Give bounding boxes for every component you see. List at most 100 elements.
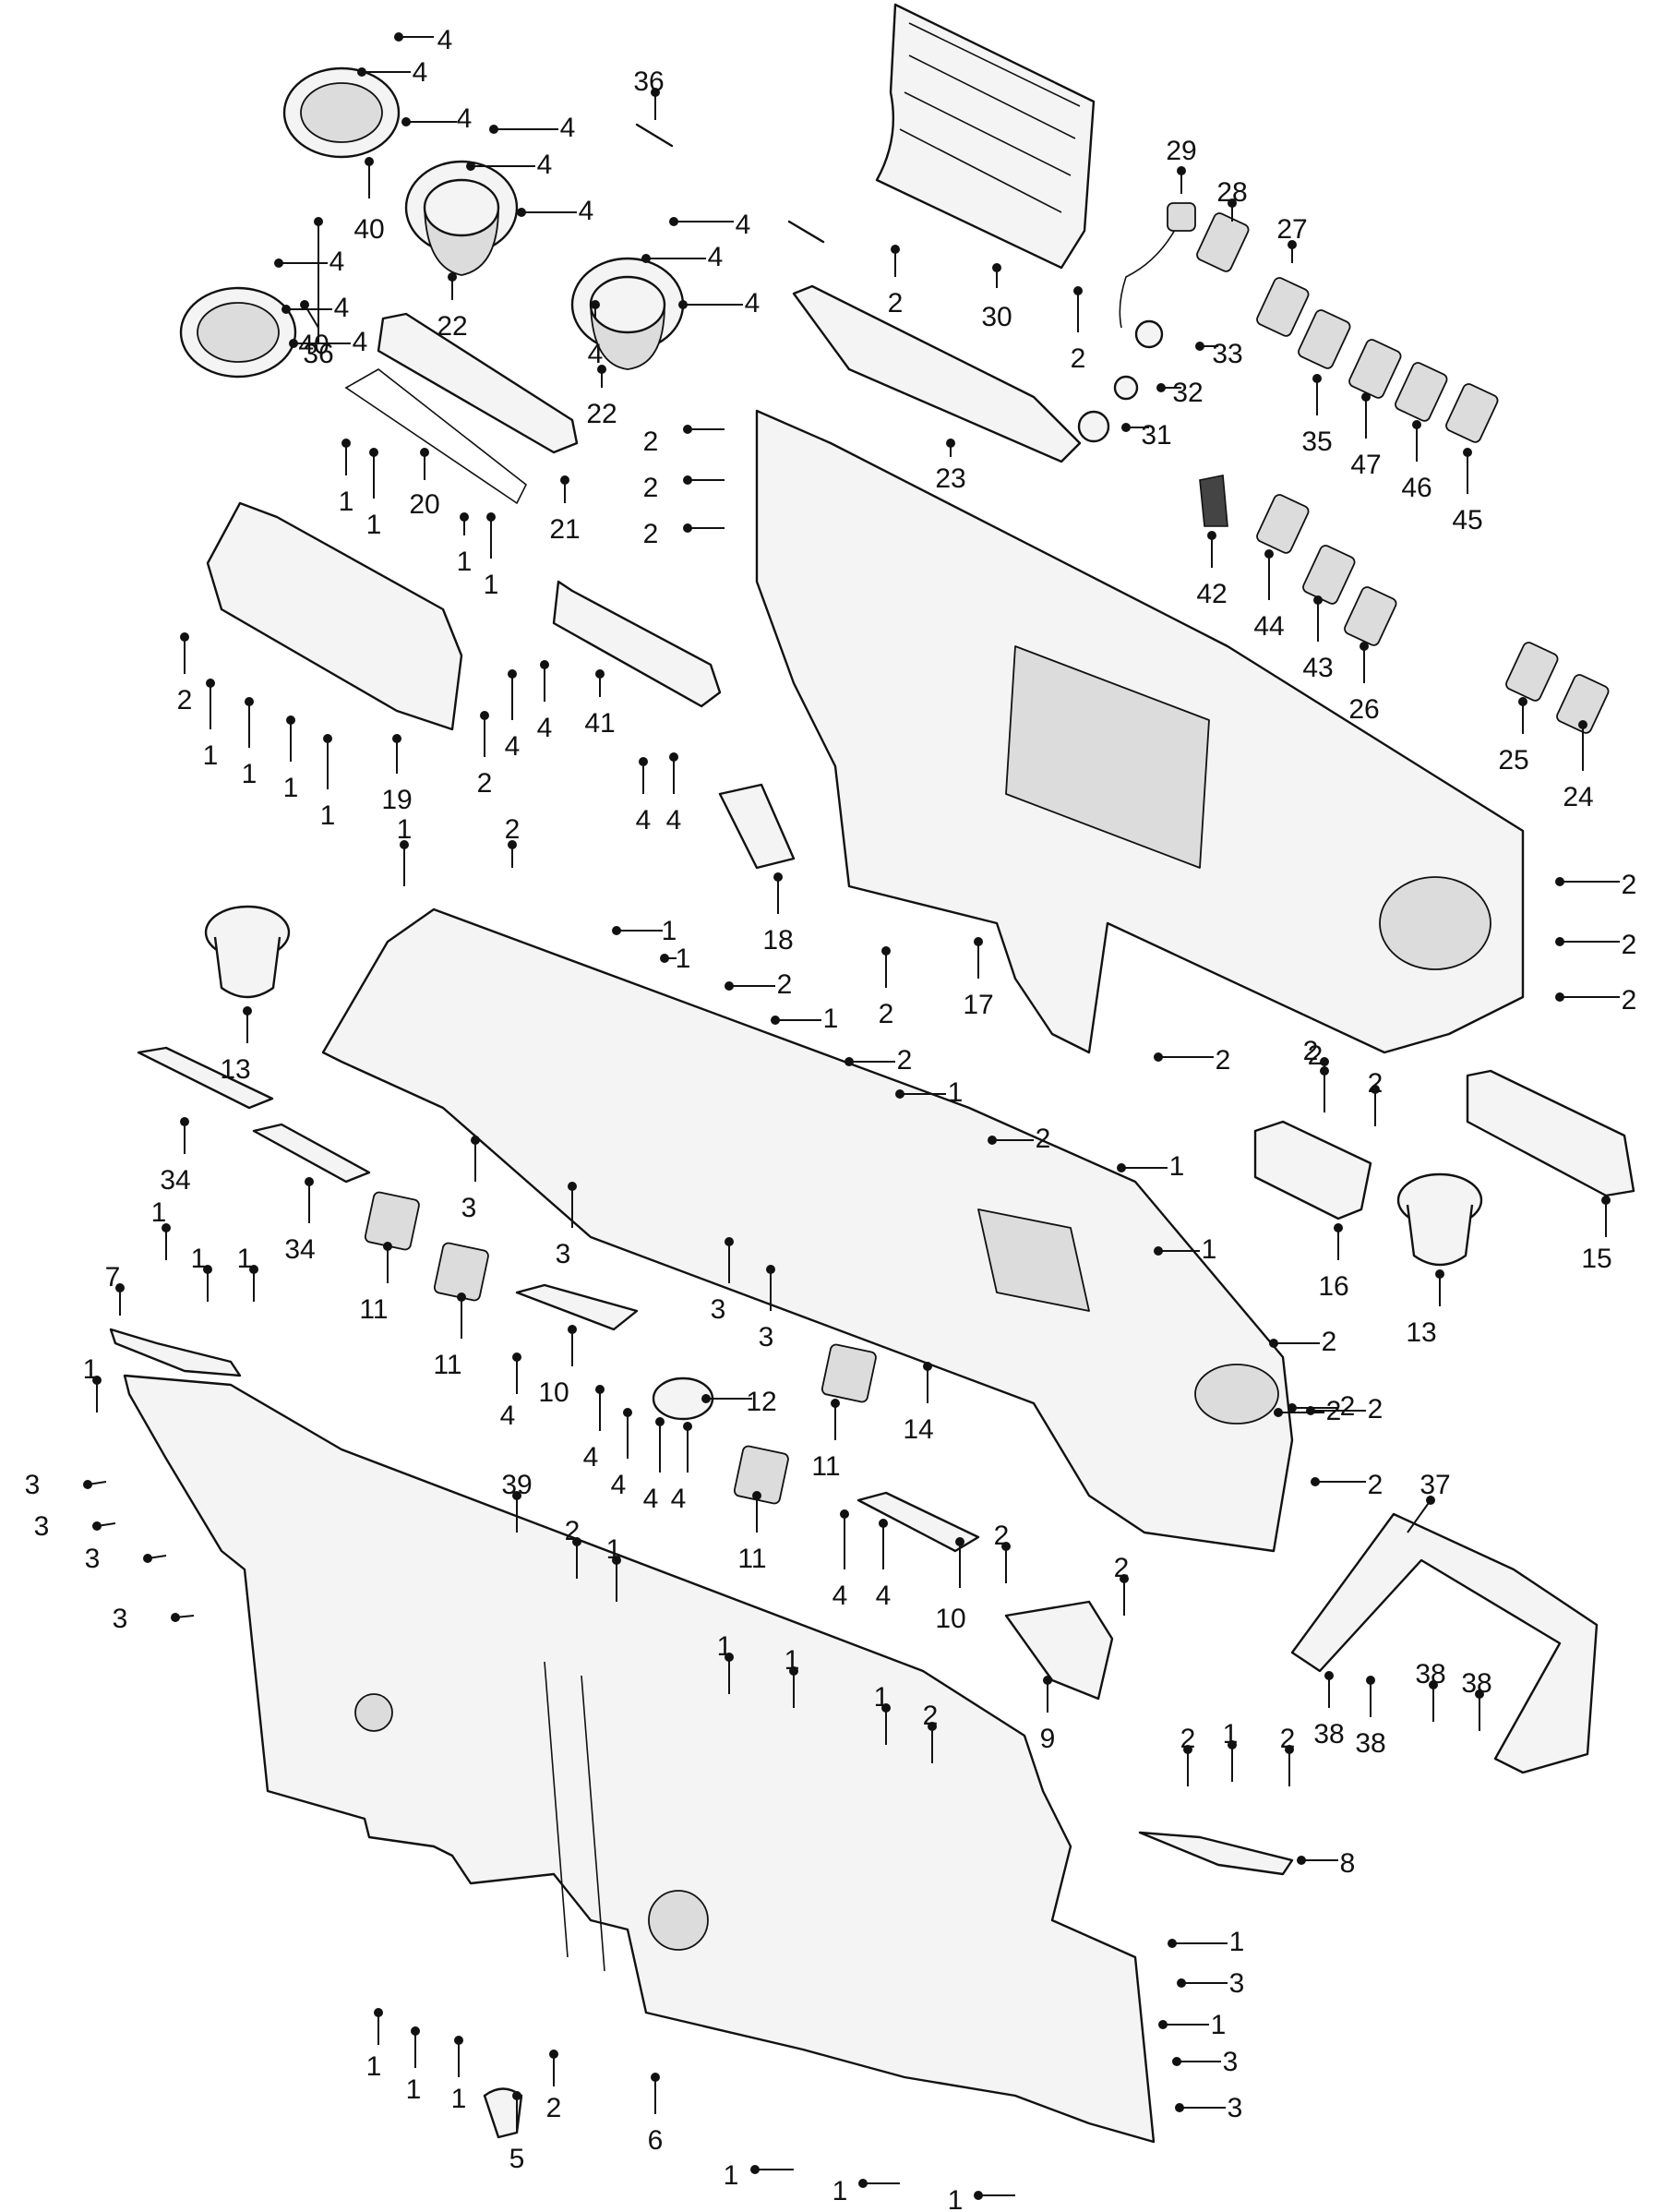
lower-dash-console-6 — [123, 1374, 1156, 2144]
fastener-dot — [992, 263, 1001, 272]
fastener-dot — [651, 88, 660, 97]
callout-label: 34 — [284, 1234, 315, 1265]
gasket-18 — [718, 783, 796, 870]
callout-label: 38 — [1313, 1719, 1344, 1749]
dash-lower-panel-14-vent — [977, 1208, 1090, 1312]
fastener-dot — [660, 954, 669, 963]
callout-label: 10 — [538, 1377, 569, 1408]
speaker-ring-40-upper — [282, 66, 401, 159]
callout-label: 4 — [500, 1401, 516, 1431]
fastener-dot — [639, 757, 648, 766]
fastener-dot — [750, 2165, 760, 2174]
fastener-dot — [305, 1177, 314, 1186]
callout-label: 4 — [457, 103, 473, 134]
callout-label: 36 — [633, 66, 664, 97]
fastener-dot — [771, 1016, 780, 1025]
callout-label: 3 — [85, 1544, 101, 1574]
fastener-dot — [460, 512, 469, 522]
callout-label: 2 — [546, 2093, 562, 2123]
power-outlet-parts — [1077, 202, 1196, 443]
callout-label: 6 — [648, 2125, 664, 2156]
callout-label: 40 — [298, 330, 329, 360]
callout-label: 24 — [1563, 782, 1593, 812]
fastener-dot — [923, 1362, 932, 1371]
fastener-dot — [486, 512, 496, 522]
callout-label: 11 — [359, 1294, 388, 1325]
callout-label: 2 — [1308, 1040, 1324, 1071]
fastener-dot — [1120, 1574, 1129, 1583]
callout-label: 1 — [283, 773, 299, 803]
fastener-dot — [289, 339, 298, 348]
callout-label: 38 — [1461, 1668, 1491, 1699]
fastener-dot — [323, 734, 332, 743]
fastener-dot — [572, 1537, 581, 1546]
callout-label: 2 — [897, 1045, 913, 1076]
callout-label: 4 — [611, 1470, 627, 1500]
callout-label: 18 — [762, 925, 793, 956]
fastener-dot — [844, 1057, 854, 1066]
fastener-dot — [392, 734, 401, 743]
callout-label: 1 — [948, 2185, 964, 2212]
fastener-dot — [1285, 1745, 1294, 1754]
callout-label: 3 — [556, 1239, 571, 1269]
fastener-dot — [641, 254, 651, 263]
fastener-dot — [1555, 877, 1564, 886]
callout-label: 1 — [676, 944, 691, 974]
fastener-dot — [357, 67, 366, 77]
fastener-dot — [560, 475, 569, 485]
callout-label: 1 — [484, 570, 499, 600]
callout-label: 2 — [888, 288, 904, 319]
fastener-dot — [1311, 1477, 1320, 1486]
callout-label: 22 — [437, 311, 467, 342]
callout-label: 14 — [903, 1414, 933, 1445]
fastener-dot — [683, 1422, 692, 1431]
callout-label: 3 — [1229, 1968, 1245, 1999]
callout-label: 10 — [935, 1604, 965, 1634]
callout-label: 19 — [381, 785, 412, 815]
callout-label: 4 — [579, 196, 594, 226]
fastener-dot — [83, 1480, 92, 1489]
fastener-dot — [1121, 423, 1131, 432]
callout-label: 3 — [1223, 2047, 1239, 2077]
cluster-bezel-21 — [377, 312, 579, 454]
fastener-dot — [180, 632, 189, 642]
fastener-dot — [1320, 1066, 1329, 1076]
callout-label: 2 — [643, 519, 659, 549]
callout-label: 33 — [1212, 339, 1242, 369]
fastener-dot — [466, 162, 475, 171]
fastener-dot — [512, 2091, 521, 2100]
callout-label: 11 — [433, 1350, 461, 1380]
callout-label: 2 — [1622, 870, 1637, 900]
fastener-dot — [448, 272, 457, 282]
fastener-dot — [314, 217, 323, 226]
fastener-dot — [341, 439, 351, 448]
fastener-dot — [1001, 1542, 1011, 1551]
callout-label: 9 — [1040, 1724, 1056, 1754]
switch-plate-16 — [1253, 1120, 1372, 1220]
fastener-dot — [840, 1509, 849, 1519]
callout-label: 25 — [1498, 745, 1528, 775]
fastener-dot — [1158, 2020, 1168, 2029]
trim-bracket-8 — [1138, 1831, 1294, 1876]
callout-label: 8 — [1340, 1848, 1356, 1879]
fastener-dot — [115, 1283, 125, 1292]
glovebox-19 — [206, 501, 463, 731]
fastener-dot — [1518, 697, 1527, 706]
fastener-dot — [454, 2036, 463, 2045]
callout-label: 1 — [191, 1244, 207, 1274]
callout-label: 2 — [1036, 1124, 1051, 1154]
fastener-dot — [401, 117, 411, 126]
fastener-dot — [1269, 1339, 1278, 1348]
fastener-dot — [180, 1117, 189, 1126]
fastener-dot — [369, 448, 378, 457]
fastener-dot — [1312, 374, 1322, 383]
callout-label: 42 — [1196, 579, 1227, 609]
callout-label: 3 — [34, 1511, 50, 1542]
fastener-dot — [595, 1385, 605, 1394]
callout-label: 38 — [1415, 1659, 1445, 1689]
callout-label: 3 — [113, 1604, 128, 1634]
fastener-dot — [789, 1666, 798, 1676]
lower-dash-console-6-hole-b — [648, 1890, 709, 1951]
callout-label: 5 — [509, 2144, 525, 2174]
fastener-dot — [1073, 286, 1083, 295]
